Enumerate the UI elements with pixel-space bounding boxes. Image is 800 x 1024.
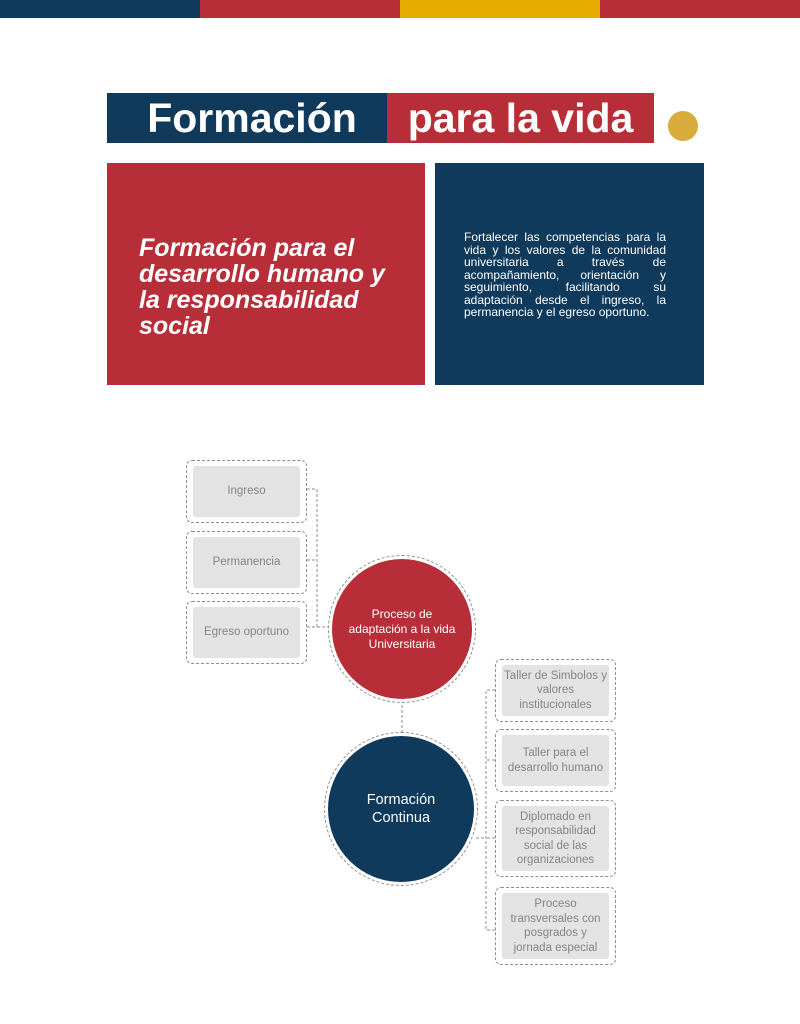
- program-label: Taller para el desarrollo humano: [502, 735, 609, 786]
- objective-heading-box: Formación para el desarrollo humano y la…: [107, 163, 425, 385]
- stage-label: Ingreso: [193, 466, 300, 517]
- program-label: Proceso transversales con posgrados y jo…: [502, 893, 609, 959]
- process-circle: Proceso de adaptación a la vida Universi…: [332, 559, 472, 699]
- strip-segment-red-2: [600, 0, 800, 18]
- objective-heading: Formación para el desarrollo humano y la…: [139, 234, 385, 340]
- continuing-circle-label: Formación Continua: [366, 792, 436, 826]
- program-label: Diplomado en responsabilidad social de l…: [502, 806, 609, 871]
- program-box-simbolos: Taller de Simbolos y valores institucion…: [495, 659, 616, 722]
- page-title-part-1: Formación: [107, 93, 387, 143]
- program-box-desarrollo-humano: Taller para el desarrollo humano: [495, 729, 616, 792]
- program-box-posgrados: Proceso transversales con posgrados y jo…: [495, 887, 616, 965]
- process-circle-label: Proceso de adaptación a la vida Universi…: [348, 606, 456, 651]
- objective-description-box: Fortalecer las competencias para la vida…: [435, 163, 704, 385]
- continuing-circle: Formación Continua: [328, 736, 474, 882]
- program-label: Taller de Simbolos y valores institucion…: [502, 665, 609, 716]
- stage-label: Egreso oportuno: [193, 607, 300, 658]
- stage-box-permanencia: Permanencia: [186, 531, 307, 594]
- page-title-part-2: para la vida: [387, 93, 654, 143]
- decorative-dot: [668, 111, 698, 141]
- top-color-strip: [0, 0, 800, 18]
- strip-segment-red: [200, 0, 400, 18]
- stage-box-ingreso: Ingreso: [186, 460, 307, 523]
- strip-segment-blue: [0, 0, 200, 18]
- stage-label: Permanencia: [193, 537, 300, 588]
- program-box-diplomado: Diplomado en responsabilidad social de l…: [495, 800, 616, 877]
- objective-description: Fortalecer las competencias para la vida…: [464, 230, 666, 319]
- strip-segment-gold: [400, 0, 600, 18]
- stage-box-egreso: Egreso oportuno: [186, 601, 307, 664]
